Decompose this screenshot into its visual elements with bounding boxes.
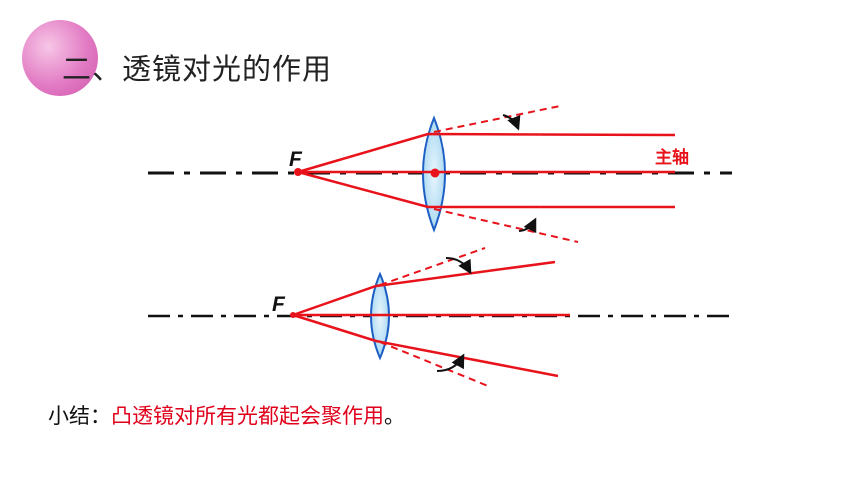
ray-upper-2 xyxy=(292,260,556,317)
ray-lower-2 xyxy=(292,313,559,378)
focus-label-1: F xyxy=(289,148,303,171)
bend-arrow-lower-2 xyxy=(436,353,465,372)
summary-period: 。 xyxy=(384,404,405,428)
decorative-circle xyxy=(22,20,98,96)
summary-body: 凸透镜对所有光都起会聚作用 xyxy=(111,404,384,428)
ray-lower-1 xyxy=(297,170,675,209)
rays-2 xyxy=(292,260,570,378)
ray-arrows-2 xyxy=(317,269,489,362)
ray-upper-1 xyxy=(297,132,676,174)
dashed-extensions-1 xyxy=(433,105,579,243)
rays-1 xyxy=(297,132,676,209)
focus-label-2: F xyxy=(272,293,286,316)
focus-point-1 xyxy=(294,168,302,176)
bend-arrow-upper-2 xyxy=(445,257,472,275)
axis-label: 主轴 xyxy=(655,147,689,168)
lens-center-1 xyxy=(430,168,440,178)
summary-text: 小结：凸透镜对所有光都起会聚作用。 xyxy=(48,400,405,430)
dashed-extensions-2 xyxy=(379,247,489,387)
diagram-1: F 主轴 xyxy=(148,105,732,243)
ray-arrows-1 xyxy=(339,134,542,208)
bend-arrow-lower-1 xyxy=(518,217,537,234)
diagram-2: F xyxy=(148,247,736,387)
bend-arrow-upper-1 xyxy=(502,114,521,131)
focus-point-2 xyxy=(290,312,296,318)
slide-title: 二、透镜对光的作用 xyxy=(62,52,333,86)
summary-lead: 小结： xyxy=(48,404,111,428)
